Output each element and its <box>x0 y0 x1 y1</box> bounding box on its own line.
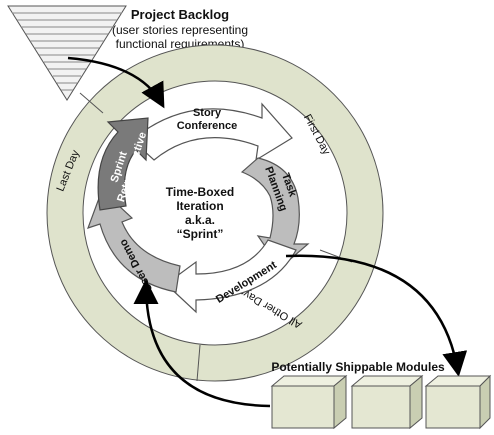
center-line4: “Sprint” <box>177 227 224 241</box>
development-arrow <box>165 239 297 314</box>
story-conference-label-line1: Story <box>193 107 222 119</box>
backlog-title: Project Backlog <box>131 7 229 22</box>
center-line2: Iteration <box>176 199 223 213</box>
module-box-1 <box>270 374 348 430</box>
story-conference-label-line2: Conference <box>177 120 238 132</box>
backlog-funnel <box>7 5 127 101</box>
center-line1: Time-Boxed <box>166 185 234 199</box>
development-to-modules-arrow <box>285 254 468 377</box>
modules-to-demo-arrow <box>133 279 271 408</box>
backlog-to-story-arrow <box>67 56 165 109</box>
module-box-2 <box>350 374 424 430</box>
story-conference-arrow <box>131 102 293 162</box>
modules-title: Potentially Shippable Modules <box>271 360 445 374</box>
center-line3: a.k.a. <box>185 213 215 227</box>
user-demo-arrow <box>87 188 181 293</box>
backlog-subtitle-line1: (user stories representing <box>112 23 248 37</box>
module-box-3 <box>424 374 492 430</box>
sprint-retrospective-arrow <box>97 117 149 211</box>
